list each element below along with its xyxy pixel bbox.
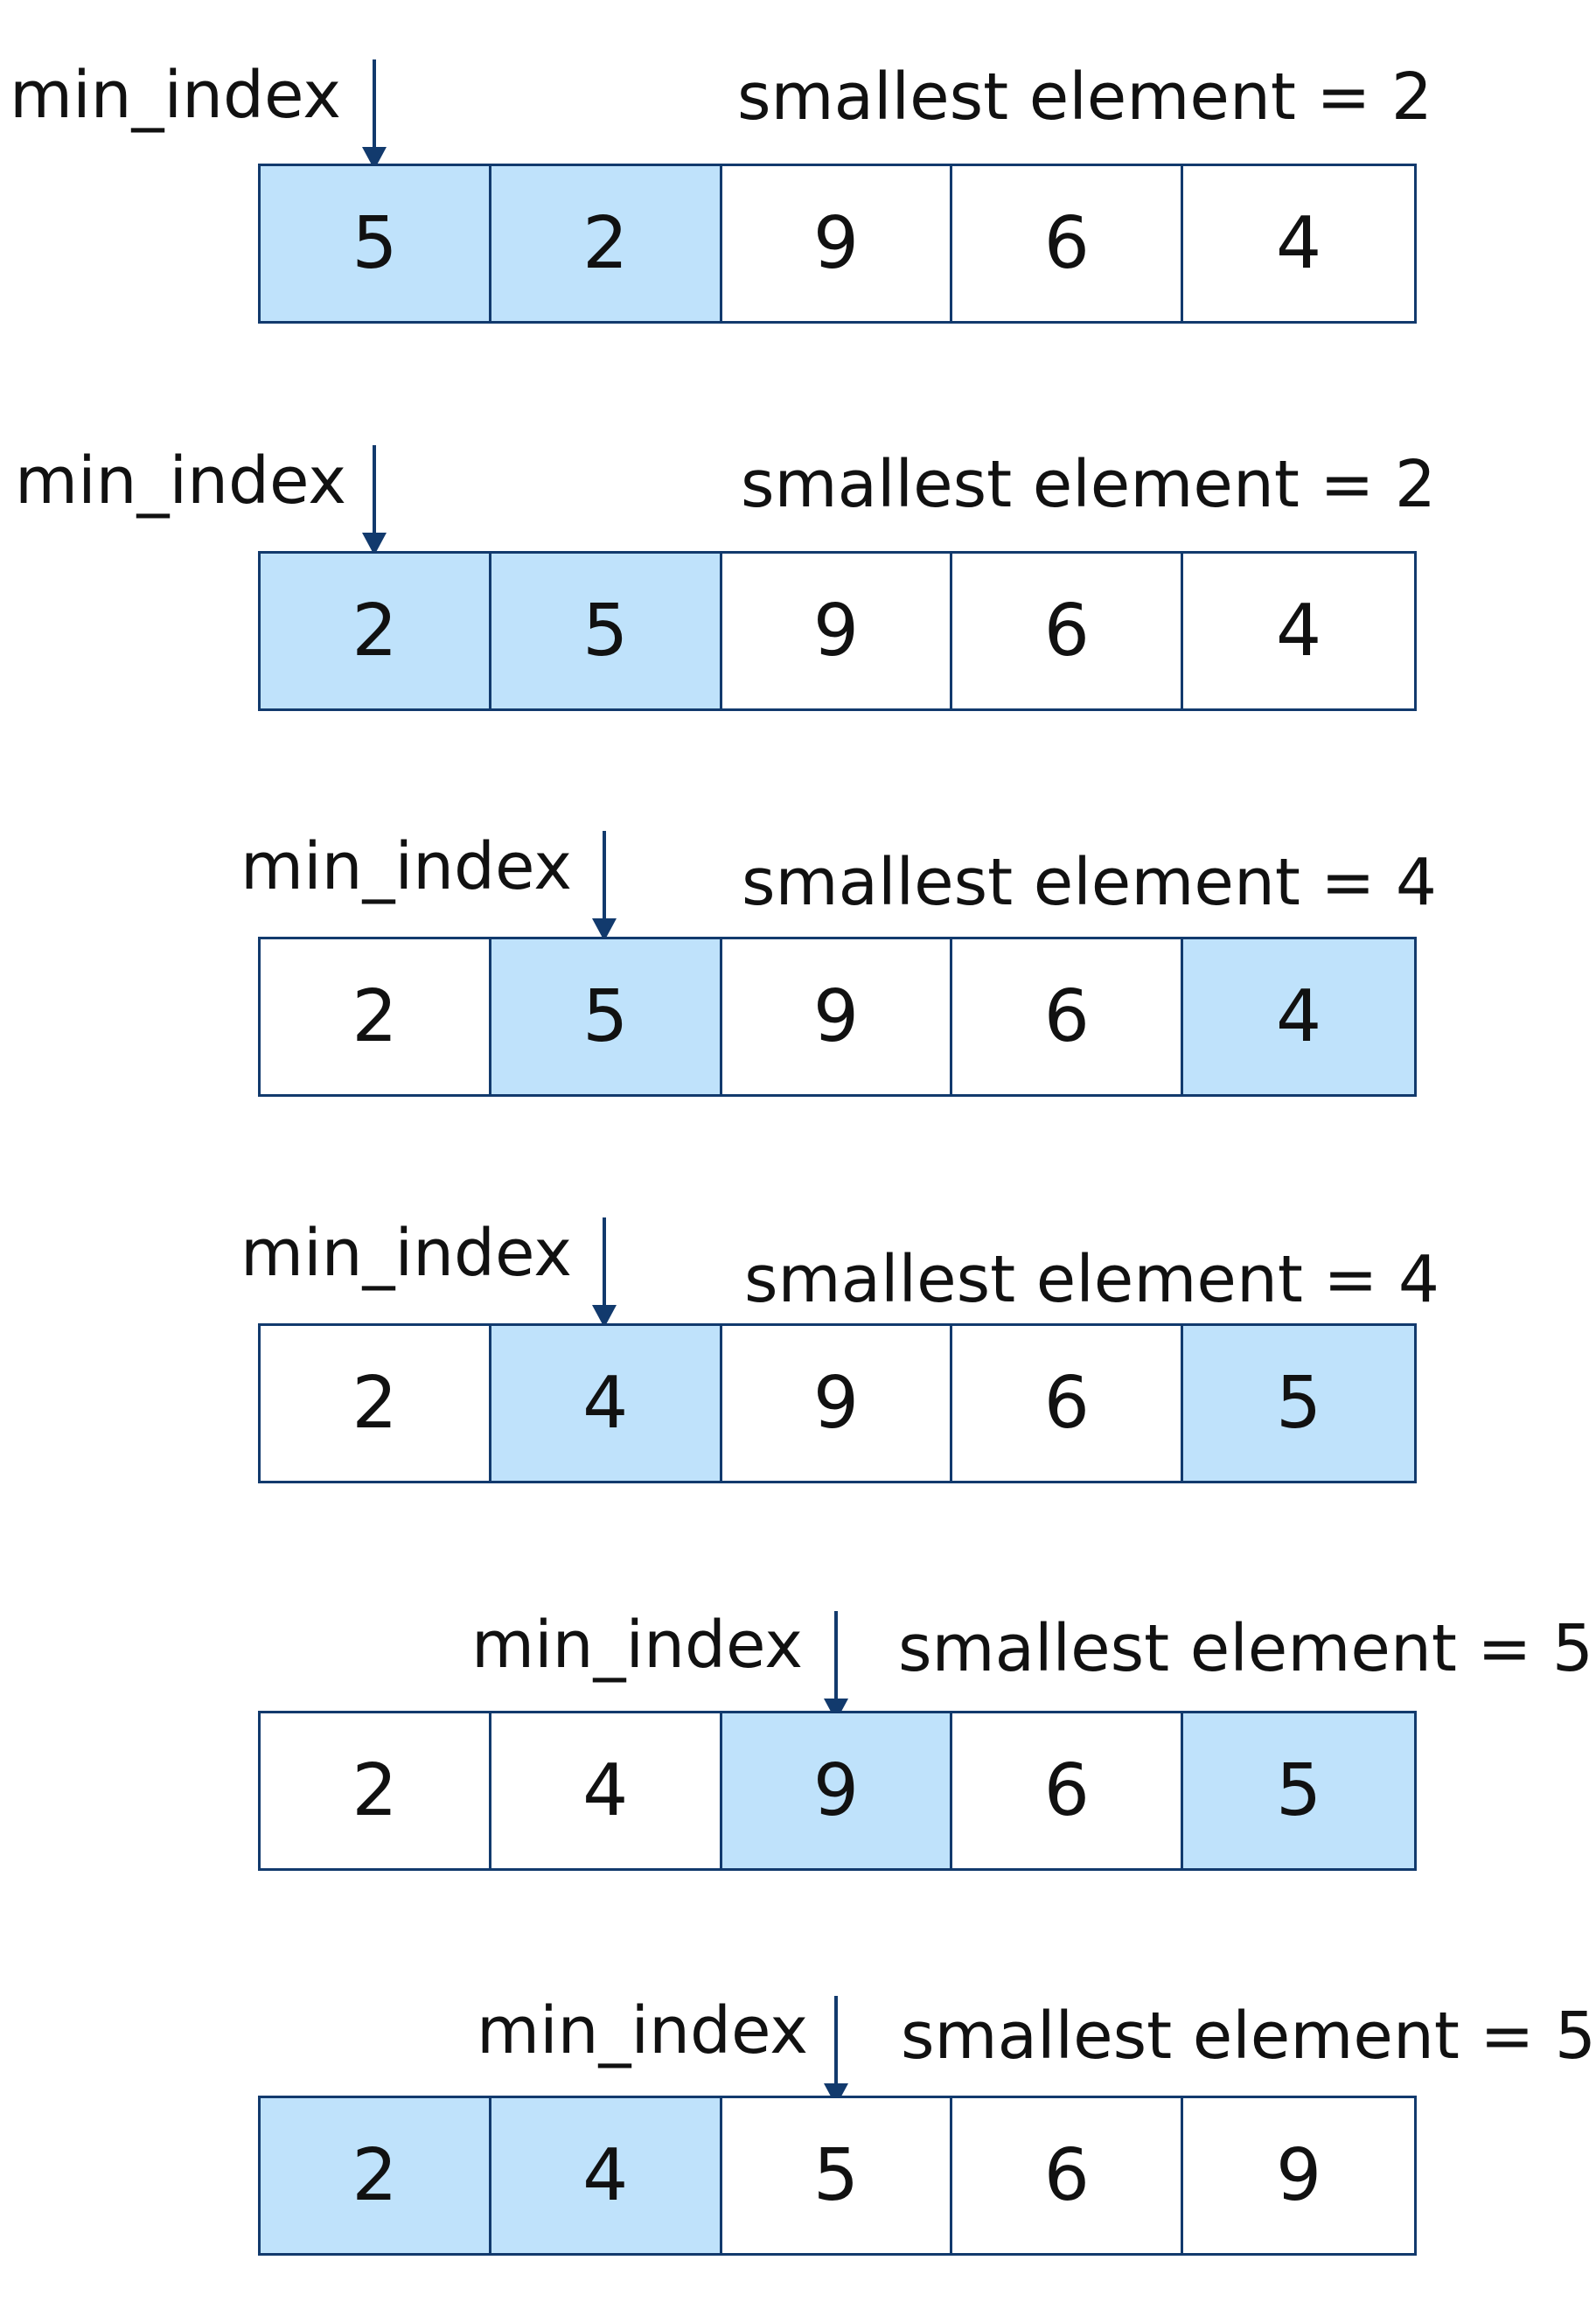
array-cell: 2 [261, 554, 491, 708]
smallest-element-label: smallest element = 4 [742, 845, 1437, 920]
array: 2 4 9 6 5 [258, 1711, 1417, 1871]
smallest-element-label: smallest element = 2 [741, 447, 1436, 522]
smallest-element-label: smallest element = 2 [737, 59, 1432, 135]
array-cell: 4 [491, 2098, 722, 2253]
array: 5 2 9 6 4 [258, 164, 1417, 324]
min-index-label: min_index [471, 1608, 803, 1683]
min-index-label: min_index [15, 443, 346, 519]
array-cell: 5 [261, 166, 491, 321]
array-cell: 5 [721, 2098, 953, 2253]
array-cell: 4 [1183, 554, 1414, 708]
array-cell: 5 [1183, 1713, 1414, 1868]
array-cell: 9 [721, 939, 953, 1094]
min-index-arrow-icon [592, 1217, 617, 1328]
sort-step-4: min_index smallest element = 4 2 4 9 6 5 [0, 1157, 1546, 1544]
array-cell: 9 [721, 166, 953, 321]
array-cell: 6 [952, 166, 1184, 321]
array-cell: 9 [721, 1326, 953, 1481]
array-cell: 4 [491, 1326, 722, 1481]
array-cell: 6 [952, 939, 1184, 1094]
array-cell: 6 [952, 2098, 1184, 2253]
array-cell: 2 [261, 2098, 491, 2253]
array-cell: 5 [491, 939, 722, 1094]
smallest-element-label: smallest element = 4 [744, 1242, 1439, 1317]
min-index-arrow-icon [592, 831, 617, 941]
array-cell: 4 [1183, 166, 1414, 321]
min-index-label: min_index [477, 1993, 808, 2068]
smallest-element-label: smallest element = 5 [901, 1999, 1596, 2074]
min-index-label: min_index [10, 58, 341, 133]
array-cell: 5 [491, 554, 722, 708]
array-cell: 6 [952, 1713, 1184, 1868]
min-index-arrow-icon [824, 1996, 848, 2106]
array-cell: 6 [952, 1326, 1184, 1481]
array: 2 4 9 6 5 [258, 1323, 1417, 1483]
array-cell: 2 [491, 166, 722, 321]
min-index-arrow-icon [362, 59, 387, 170]
array: 2 4 5 6 9 [258, 2096, 1417, 2256]
smallest-element-label: smallest element = 5 [898, 1611, 1593, 1686]
sort-step-6: min_index smallest element = 5 2 4 5 6 9 [0, 1929, 1596, 2315]
array-cell: 9 [1183, 2098, 1414, 2253]
min-index-label: min_index [240, 829, 572, 904]
min-index-arrow-icon [824, 1611, 848, 1721]
array: 2 5 9 6 4 [258, 551, 1417, 711]
array-cell: 4 [1183, 939, 1414, 1094]
array-cell: 6 [952, 554, 1184, 708]
array-cell: 2 [261, 1713, 491, 1868]
sort-step-5: min_index smallest element = 5 2 4 9 6 5 [0, 1543, 1593, 1929]
array-cell: 2 [261, 1326, 491, 1481]
array-cell: 4 [491, 1713, 722, 1868]
array: 2 5 9 6 4 [258, 937, 1417, 1097]
array-cell: 5 [1183, 1326, 1414, 1481]
min-index-label: min_index [240, 1216, 572, 1291]
array-cell: 9 [721, 554, 953, 708]
sort-step-1: min_index smallest element = 2 5 2 9 6 4 [0, 0, 1546, 387]
sort-step-2: min_index smallest element = 2 2 5 9 6 4 [0, 386, 1546, 772]
min-index-arrow-icon [362, 445, 387, 555]
array-cell: 2 [261, 939, 491, 1094]
array-cell: 9 [721, 1713, 953, 1868]
sort-step-3: min_index smallest element = 4 2 5 9 6 4 [0, 771, 1546, 1158]
